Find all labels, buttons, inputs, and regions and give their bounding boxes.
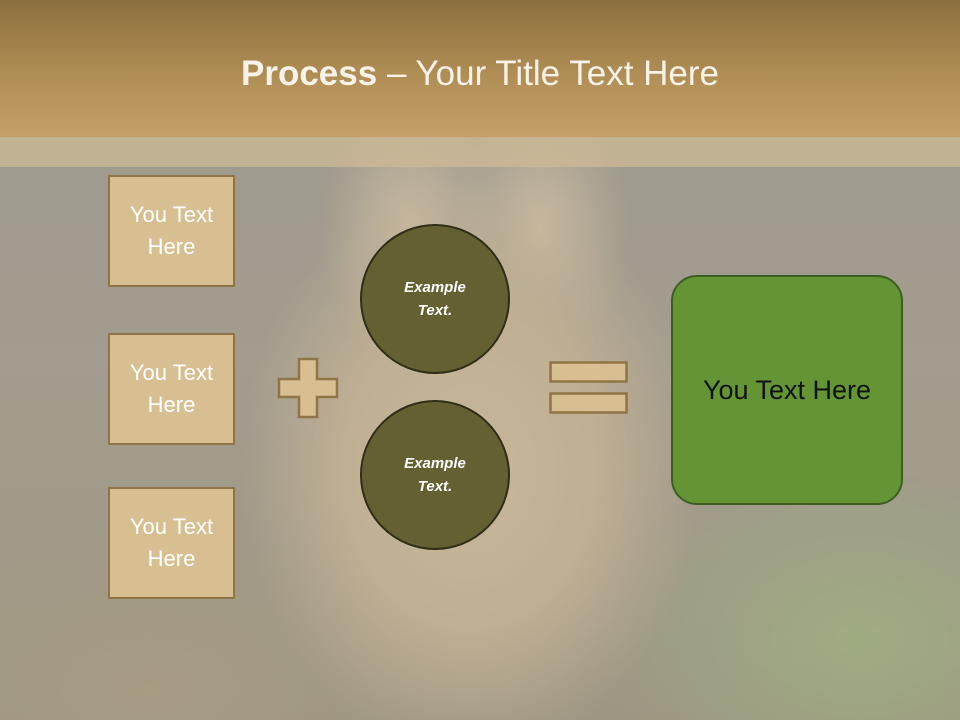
example-circle-2[interactable]: Example Text. xyxy=(360,400,510,550)
plus-icon xyxy=(277,357,339,419)
example-circle-1[interactable]: Example Text. xyxy=(360,224,510,374)
text-box-label: You Text Here xyxy=(129,360,214,417)
text-box-label: You Text Here xyxy=(129,202,214,259)
circle-label: Example Text. xyxy=(404,455,466,495)
equals-icon xyxy=(549,361,628,414)
text-box-label: You Text Here xyxy=(129,514,214,571)
title-bar-strip xyxy=(0,137,960,167)
text-box-2[interactable]: You Text Here xyxy=(108,333,235,445)
result-label: You Text Here xyxy=(702,374,872,405)
slide-title: Process – Your Title Text Here xyxy=(0,52,960,96)
circle-label: Example Text. xyxy=(404,279,466,319)
text-box-3[interactable]: You Text Here xyxy=(108,487,235,599)
title-bold: Process xyxy=(241,54,378,93)
text-box-1[interactable]: You Text Here xyxy=(108,175,235,287)
result-box[interactable]: You Text Here xyxy=(671,275,903,505)
title-bar xyxy=(0,0,960,137)
title-rest: – Your Title Text Here xyxy=(377,54,719,93)
